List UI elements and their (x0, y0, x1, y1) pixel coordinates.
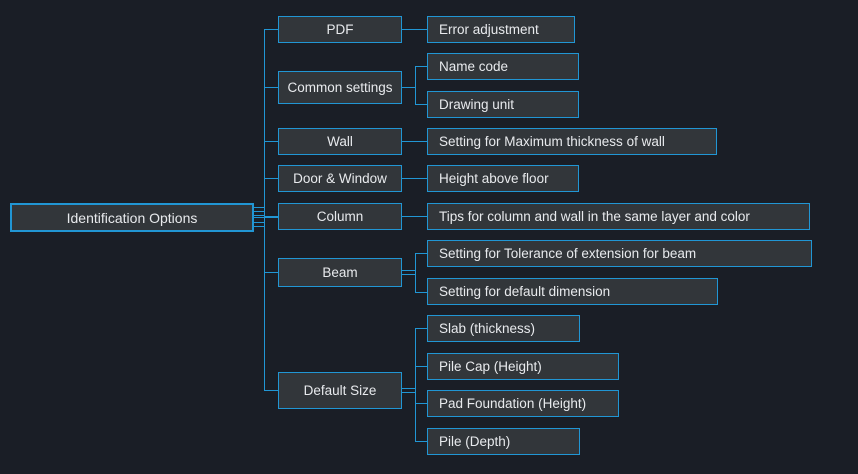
common-settings-to-drawing-unit (415, 104, 427, 105)
leaf-node-pile-depth[interactable]: Pile (Depth) (427, 428, 580, 455)
leaf-node-label: Pile Cap (Height) (439, 358, 542, 374)
root-stub-5 (254, 226, 265, 227)
branch-node-label: Wall (327, 133, 353, 149)
default-size-stub-a (402, 388, 415, 389)
leaf-node-label: Setting for Maximum thickness of wall (439, 133, 665, 149)
common-settings-bus (415, 66, 416, 104)
trunk-to-common-settings (264, 87, 278, 88)
leaf-node-label: Tips for column and wall in the same lay… (439, 208, 750, 224)
leaf-node-max-wall-thickness[interactable]: Setting for Maximum thickness of wall (427, 128, 717, 155)
default-size-to-pile (415, 441, 427, 442)
branch-node-default-size[interactable]: Default Size (278, 372, 402, 409)
pdf-to-child (402, 29, 427, 30)
branch-node-beam[interactable]: Beam (278, 258, 402, 287)
branch-node-label: Door & Window (293, 170, 387, 186)
leaf-node-slab-thickness[interactable]: Slab (thickness) (427, 315, 580, 342)
branch-node-column[interactable]: Column (278, 203, 402, 230)
default-size-to-slab (415, 328, 427, 329)
branch-node-label: Common settings (287, 79, 393, 95)
common-settings-stub (402, 87, 415, 88)
leaf-node-label: Setting for Tolerance of extension for b… (439, 245, 697, 261)
leaf-node-label: Name code (439, 58, 509, 74)
branch-node-wall[interactable]: Wall (278, 128, 402, 155)
branch-node-label: Default Size (303, 382, 377, 398)
common-settings-to-name-code (415, 66, 427, 67)
trunk-to-beam (264, 272, 278, 273)
leaf-node-label: Pile (Depth) (439, 433, 511, 449)
beam-bus (415, 253, 416, 292)
leaf-node-beam-tolerance[interactable]: Setting for Tolerance of extension for b… (427, 240, 812, 267)
default-size-bus (415, 328, 416, 441)
column-to-child (402, 216, 427, 217)
root-stub-3 (254, 215, 265, 216)
main-trunk-line (264, 29, 265, 391)
branch-node-pdf[interactable]: PDF (278, 16, 402, 43)
leaf-node-label: Setting for default dimension (439, 283, 611, 299)
root-main-connector (254, 217, 278, 218)
leaf-node-pad-foundation-height[interactable]: Pad Foundation (Height) (427, 390, 619, 417)
root-stub-2 (254, 211, 265, 212)
branch-node-label: Column (316, 208, 364, 224)
trunk-to-pdf (264, 29, 278, 30)
beam-to-tolerance (415, 253, 427, 254)
branch-node-common-settings[interactable]: Common settings (278, 71, 402, 104)
root-node-label: Identification Options (66, 209, 198, 226)
trunk-to-default-size (264, 390, 278, 391)
leaf-node-name-code[interactable]: Name code (427, 53, 579, 80)
leaf-node-column-wall-tips[interactable]: Tips for column and wall in the same lay… (427, 203, 810, 230)
door-window-to-child (402, 178, 427, 179)
branch-node-door-window[interactable]: Door & Window (278, 165, 402, 192)
leaf-node-label: Error adjustment (439, 21, 539, 37)
beam-to-default-dimension (415, 292, 427, 293)
beam-stub-a (402, 270, 415, 271)
default-size-to-pile-cap (415, 366, 427, 367)
leaf-node-label: Drawing unit (439, 96, 515, 112)
trunk-to-wall (264, 141, 278, 142)
leaf-node-pile-cap-height[interactable]: Pile Cap (Height) (427, 353, 619, 380)
leaf-node-label: Height above floor (439, 170, 549, 186)
trunk-to-column (264, 216, 278, 217)
leaf-node-drawing-unit[interactable]: Drawing unit (427, 91, 579, 118)
leaf-node-error-adjustment[interactable]: Error adjustment (427, 16, 575, 43)
trunk-to-door-window (264, 178, 278, 179)
branch-node-label: PDF (326, 21, 354, 37)
root-node-identification-options[interactable]: Identification Options (10, 203, 254, 232)
leaf-node-default-dimension[interactable]: Setting for default dimension (427, 278, 718, 305)
leaf-node-height-above-floor[interactable]: Height above floor (427, 165, 579, 192)
default-size-stub-b (402, 392, 415, 393)
wall-to-child (402, 141, 427, 142)
leaf-node-label: Slab (thickness) (439, 320, 536, 336)
leaf-node-label: Pad Foundation (Height) (439, 395, 587, 411)
branch-node-label: Beam (322, 264, 358, 280)
root-stub-4 (254, 222, 265, 223)
default-size-to-pad-foundation (415, 403, 427, 404)
beam-stub-b (402, 274, 415, 275)
root-stub-1 (254, 207, 265, 208)
